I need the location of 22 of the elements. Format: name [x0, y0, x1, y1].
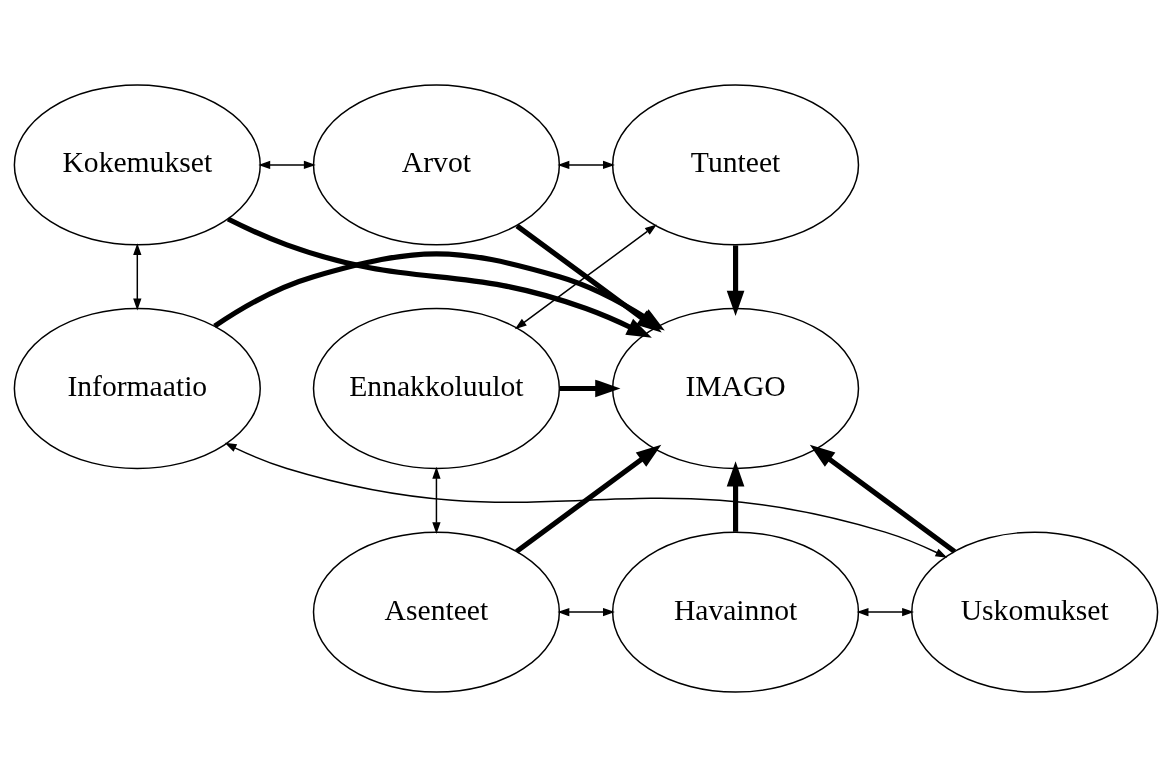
node-ellipse: Tunteet: [611, 83, 860, 246]
arrow: [515, 444, 662, 554]
node-ellipse: Kokemukset: [13, 83, 261, 246]
arrow: [726, 244, 745, 316]
node-ellipse: Asenteet: [312, 530, 561, 693]
node-ellipse: Informaatio: [13, 307, 261, 469]
arrow: [258, 160, 316, 169]
node-ellipse: Arvot: [312, 83, 561, 246]
arrow: [133, 242, 142, 310]
arrow: [726, 460, 745, 532]
arrow: [856, 607, 914, 616]
arrow: [559, 379, 621, 397]
node-ellipse: Uskomukset: [911, 530, 1159, 693]
node-ellipse: Havainnot: [611, 530, 860, 693]
arrow: [432, 466, 441, 534]
arrow: [557, 160, 615, 169]
arrow: [226, 216, 652, 338]
arrow: [213, 250, 665, 330]
arrow: [809, 444, 957, 554]
arrow: [224, 442, 948, 558]
node-ellipse: Ennakkoluulot: [312, 307, 561, 469]
arrow: [557, 607, 615, 616]
